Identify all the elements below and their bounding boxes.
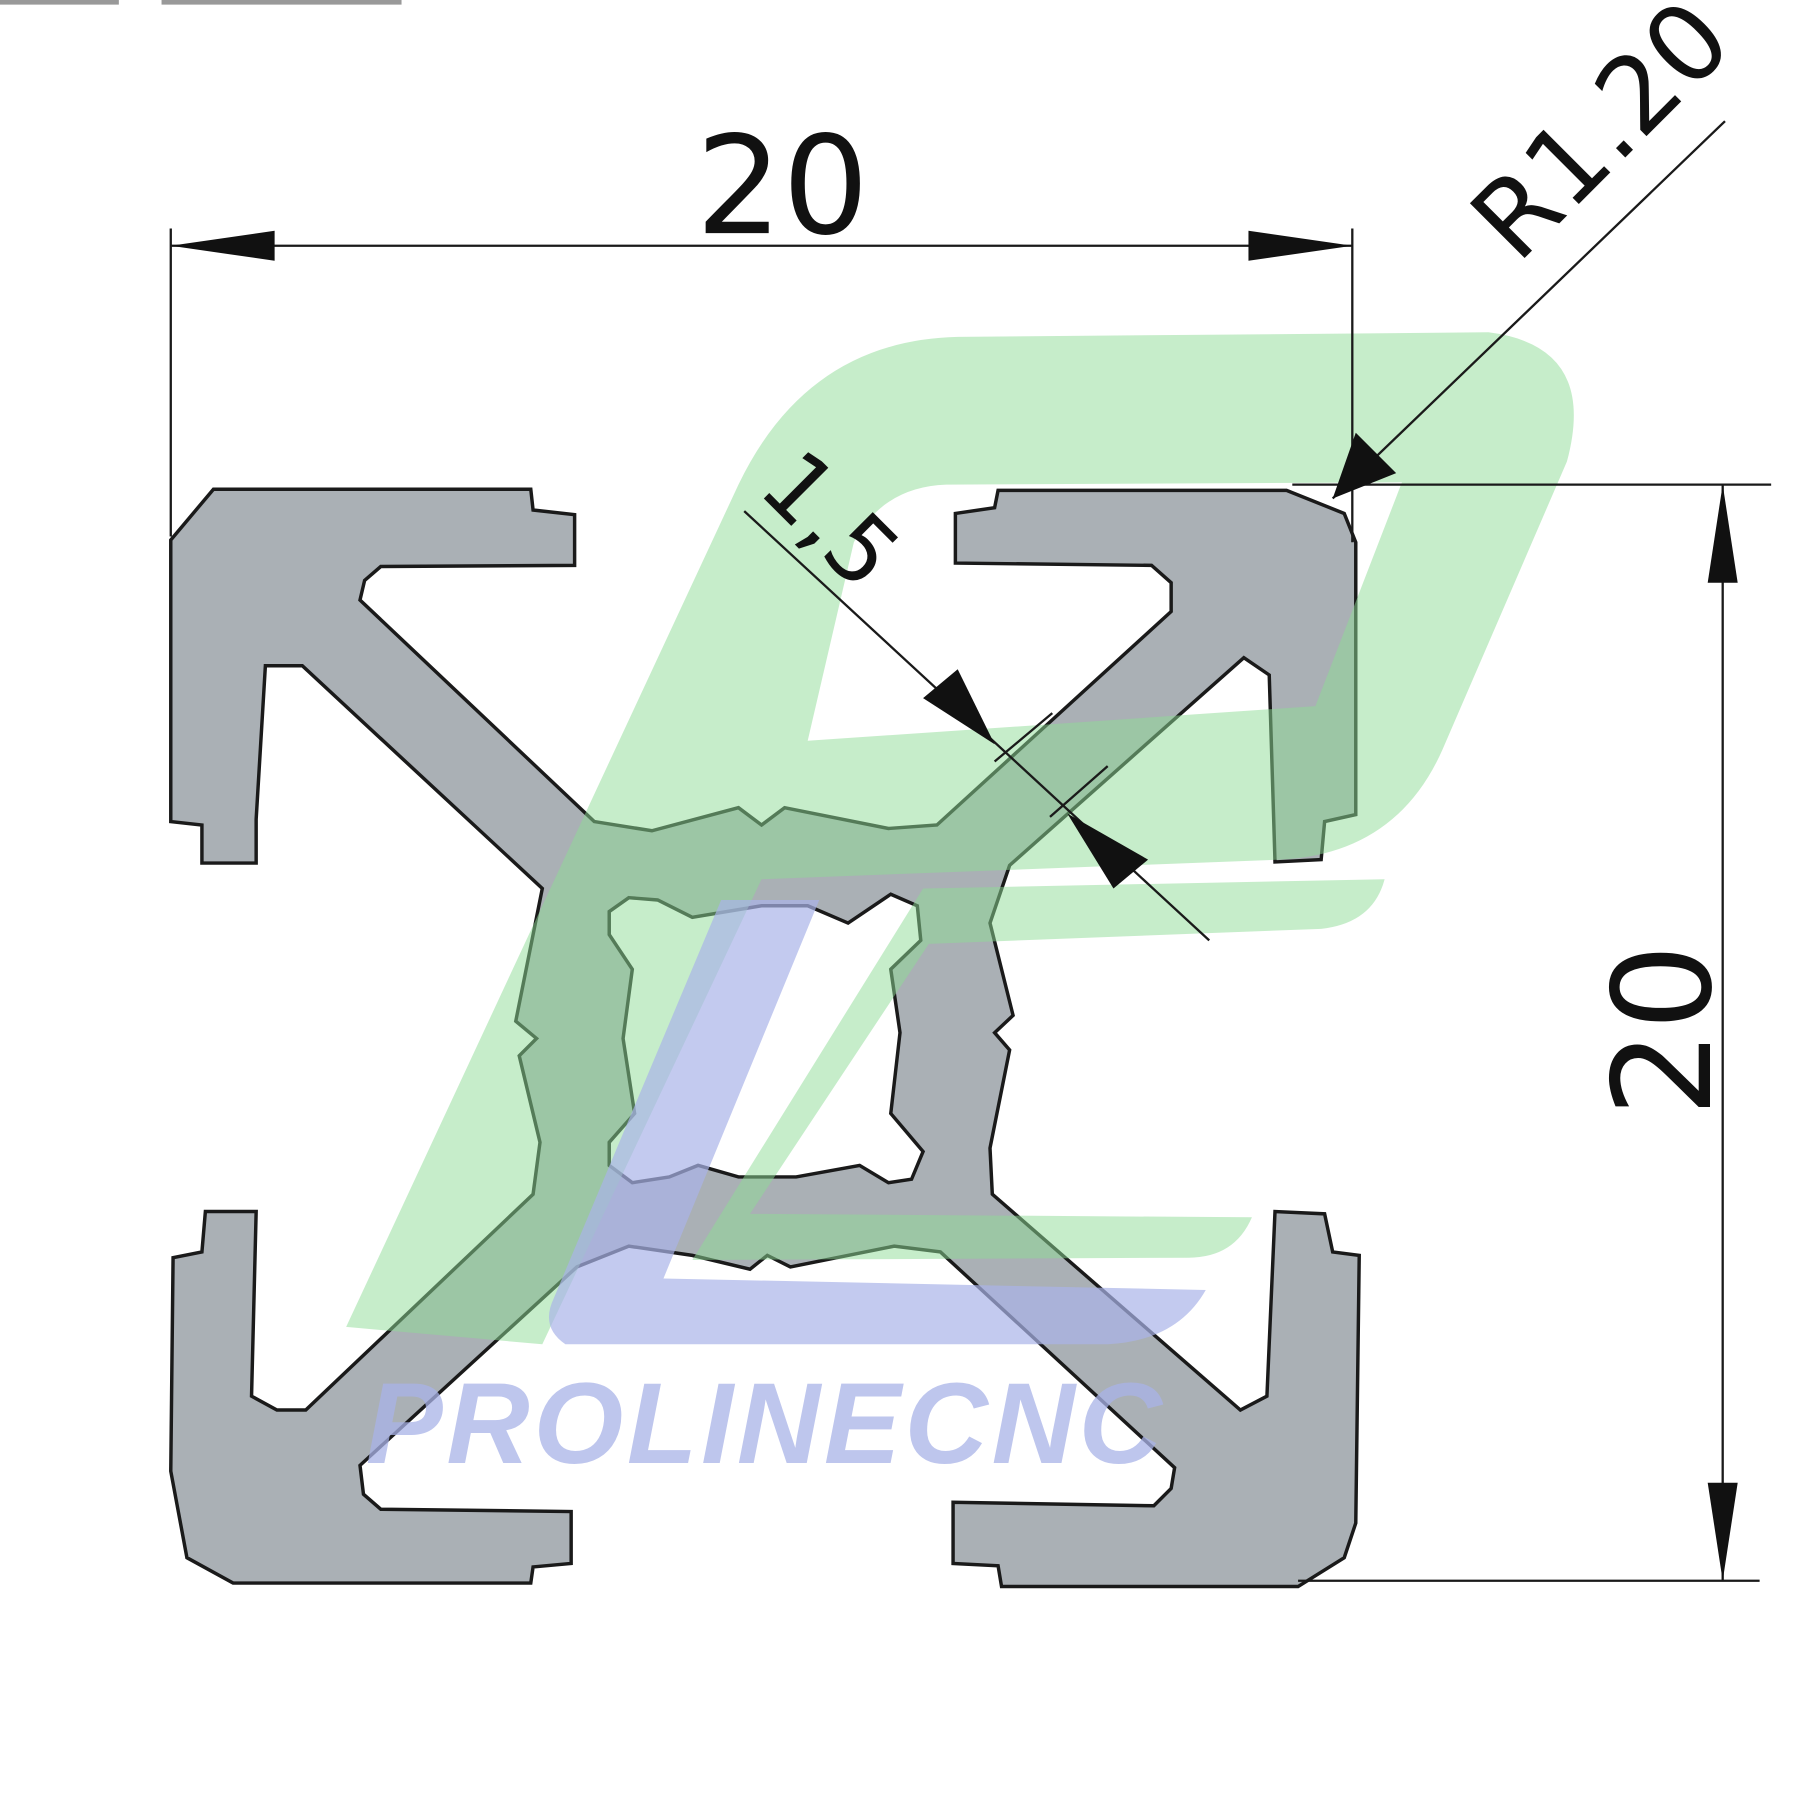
arrowhead bbox=[1067, 813, 1149, 889]
watermark-text: PROLINECNC bbox=[366, 1360, 1164, 1488]
watermark-blue-l bbox=[548, 900, 1206, 1345]
edge-fragment bbox=[161, 0, 402, 5]
arrowhead bbox=[923, 669, 995, 745]
edge-fragment bbox=[0, 0, 119, 5]
watermark-logo: PROLINECNC bbox=[346, 332, 1574, 1488]
height-dimension: 20 bbox=[1292, 483, 1772, 1582]
arrowhead bbox=[1332, 432, 1397, 499]
width-label: 20 bbox=[696, 108, 869, 266]
watermark-green-bar bbox=[692, 879, 1385, 1260]
height-label: 20 bbox=[1585, 944, 1743, 1117]
arrowhead bbox=[1248, 230, 1353, 261]
arrowhead bbox=[1707, 484, 1738, 583]
arrowhead bbox=[170, 230, 275, 261]
arrowhead bbox=[1707, 1482, 1738, 1581]
